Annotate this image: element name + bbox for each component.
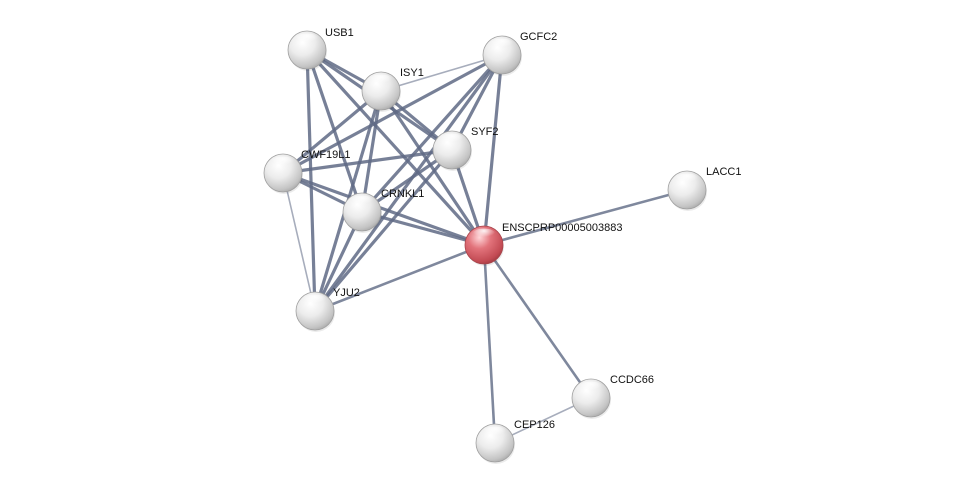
edge-isy1-cwf19l1[interactable]	[281, 89, 383, 175]
node-ccdc66[interactable]	[571, 378, 611, 419]
edge-isy1-crnkl1[interactable]	[360, 89, 383, 214]
node-gcfc2[interactable]	[482, 35, 522, 76]
edge-gcfc2-enscprp00005003883[interactable]	[482, 53, 504, 247]
node-highlight	[579, 381, 603, 394]
edge-isy1-gcfc2[interactable]	[380, 54, 503, 92]
edge-cwf19l1-enscprp00005003883[interactable]	[281, 171, 486, 247]
node-yju2[interactable]	[295, 291, 335, 332]
edge-cwf19l1-yju2[interactable]	[282, 172, 316, 312]
node-label-yju2: YJU2	[333, 287, 360, 299]
node-syf2[interactable]	[432, 130, 472, 171]
node-layer	[263, 30, 707, 464]
node-highlight	[350, 195, 374, 208]
node-highlight	[271, 156, 295, 169]
edge-usb1-yju2[interactable]	[305, 48, 317, 313]
node-isy1[interactable]	[361, 71, 401, 112]
node-highlight	[295, 33, 319, 46]
node-highlight	[369, 74, 393, 87]
edge-gcfc2-crnkl1[interactable]	[360, 53, 504, 214]
node-label-enscprp00005003883: ENSCPRP00005003883	[502, 222, 622, 234]
node-label-isy1: ISY1	[400, 67, 424, 79]
node-highlight	[472, 228, 496, 241]
node-label-usb1: USB1	[325, 27, 354, 39]
node-label-ccdc66: CCDC66	[610, 374, 654, 386]
edge-enscprp00005003883-lacc1[interactable]	[482, 188, 689, 247]
edge-usb1-enscprp00005003883[interactable]	[305, 48, 486, 247]
edge-enscprp00005003883-yju2[interactable]	[313, 243, 486, 313]
edge-isy1-enscprp00005003883[interactable]	[379, 89, 486, 247]
node-highlight	[483, 426, 507, 439]
node-usb1[interactable]	[287, 30, 327, 71]
node-cwf19l1[interactable]	[263, 153, 303, 194]
node-highlight	[490, 38, 514, 51]
node-enscprp00005003883[interactable]	[464, 225, 504, 266]
edge-syf2-cwf19l1[interactable]	[281, 148, 454, 175]
edge-enscprp00005003883-ccdc66[interactable]	[482, 243, 593, 400]
edge-enscprp00005003883-cep126[interactable]	[482, 243, 497, 445]
node-label-crnkl1: CRNKL1	[381, 188, 424, 200]
edge-gcfc2-cwf19l1[interactable]	[281, 53, 504, 175]
node-label-cep126: CEP126	[514, 419, 555, 431]
node-label-lacc1: LACC1	[706, 166, 741, 178]
node-lacc1[interactable]	[667, 170, 707, 211]
node-label-cwf19l1: CWF19L1	[301, 149, 351, 161]
node-cep126[interactable]	[475, 423, 515, 464]
edge-gcfc2-yju2[interactable]	[313, 53, 504, 313]
edge-crnkl1-enscprp00005003883[interactable]	[360, 210, 486, 247]
node-label-syf2: SYF2	[471, 126, 499, 138]
edge-syf2-yju2[interactable]	[313, 148, 454, 313]
node-crnkl1[interactable]	[342, 192, 382, 233]
node-highlight	[675, 173, 699, 186]
node-label-gcfc2: GCFC2	[520, 31, 557, 43]
node-highlight	[440, 133, 464, 146]
node-highlight	[303, 294, 327, 307]
